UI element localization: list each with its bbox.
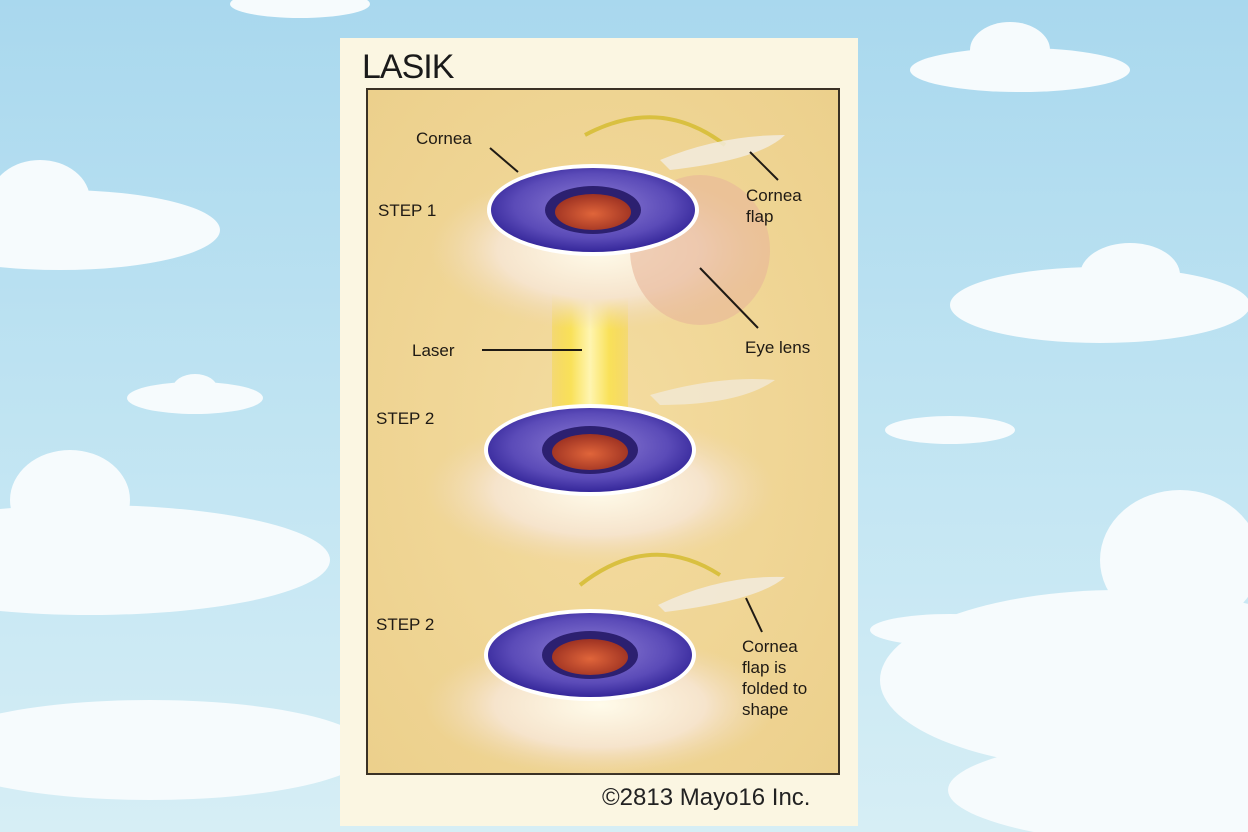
eye-step1 [430, 115, 785, 330]
eye-step3 [425, 552, 785, 775]
label-cornea: Cornea [416, 129, 472, 148]
eye-step2 [425, 379, 775, 565]
label-flap-returned: Cornea flap is folded to shape [742, 636, 807, 720]
label-line: folded to [742, 679, 808, 698]
leader-lines [482, 147, 779, 633]
label-line: Cornea [742, 637, 798, 656]
label-eye-lens: Eye lens [745, 338, 811, 357]
label-line: flap [746, 207, 774, 226]
copyright-notice: ©2813 Mayo16 Inc. [602, 784, 811, 811]
label-corneal-flap: Cornea flap [746, 185, 802, 227]
label-step-3: STEP 2 [376, 615, 435, 634]
label-laser: Laser [412, 341, 455, 360]
label-line: shape [742, 700, 789, 719]
label-step-2: STEP 2 [376, 409, 435, 428]
diagram-title: LASIK [362, 48, 454, 86]
label-line: Cornea [746, 186, 802, 205]
label-step-1: STEP 1 [378, 201, 437, 220]
label-line: flap is [742, 658, 787, 677]
corneal-flap [660, 135, 785, 170]
